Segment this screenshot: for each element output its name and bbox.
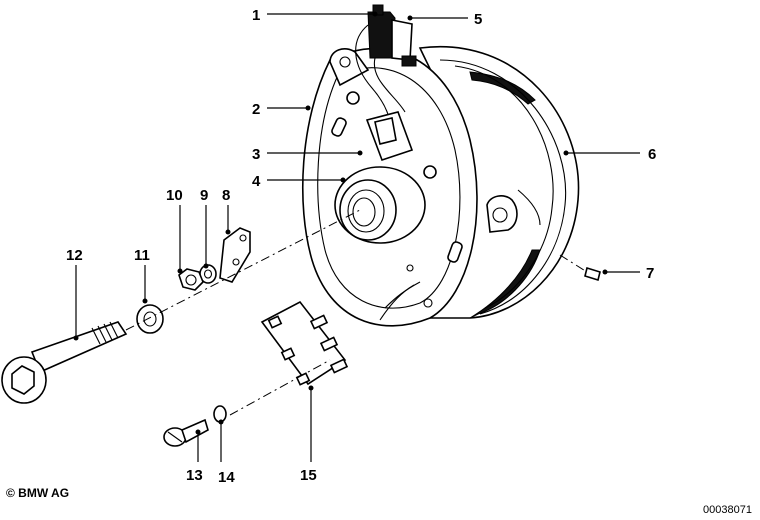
callout-4: 4: [252, 173, 261, 190]
callout-10: 10: [166, 187, 183, 204]
callout-8: 8: [222, 187, 230, 204]
callout-15: 15: [300, 467, 317, 484]
callout-13: 13: [186, 467, 203, 484]
copyright-notice: © BMW AG: [6, 486, 70, 500]
lock-washer: [213, 405, 227, 423]
callout-2: 2: [252, 101, 260, 118]
washer-large: [136, 304, 164, 334]
small-screw-part-7: [584, 266, 601, 282]
callout-12: 12: [66, 247, 83, 264]
callout-9: 9: [200, 187, 208, 204]
assembly-axis-lines: [125, 209, 588, 416]
leader-lines: [73, 11, 640, 462]
brush-holder-cap: [346, 4, 437, 179]
bracket-plate: [219, 227, 251, 283]
callout-14: 14: [218, 469, 235, 486]
alternator-housing: [301, 45, 580, 327]
callout-11: 11: [134, 247, 150, 264]
callout-7: 7: [646, 265, 654, 282]
callout-6: 6: [648, 146, 656, 163]
regulator-terminal-board: [260, 281, 421, 386]
cap-screw: [163, 418, 209, 447]
bolt-screw: [1, 321, 128, 404]
nut: [178, 268, 204, 291]
callout-3: 3: [252, 146, 260, 163]
callout-1: 1: [252, 7, 260, 24]
callout-5: 5: [474, 11, 482, 28]
callout-numbers: 1 5 2 3 4 6 7 8 9 10 11 12 13 14 15: [66, 7, 656, 486]
document-number: 00038071: [703, 504, 752, 516]
